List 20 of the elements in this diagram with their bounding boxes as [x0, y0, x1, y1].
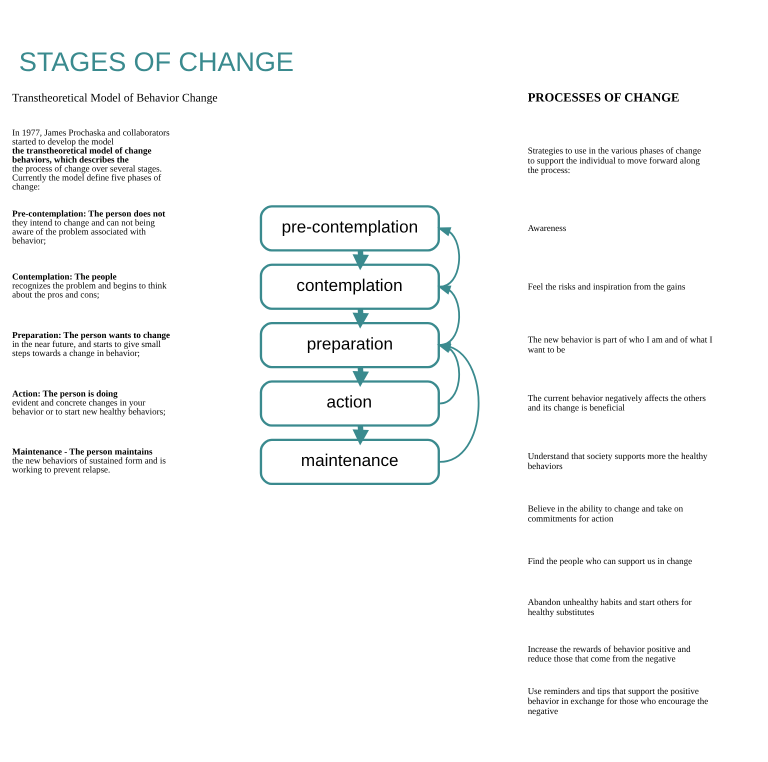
label: Increase the rewards of behavior positive and reduce those that come from the negative: [528, 643, 691, 664]
label: Transtheoretical Model of Behavior Change: [12, 91, 218, 104]
label: Understand that society supports more the healthy behaviors: [528, 450, 708, 471]
label: PROCESSES OF CHANGE: [528, 90, 680, 104]
label: Abandon unhealthy habits and start others for healthy substitutes: [528, 596, 692, 617]
label: Pre-contemplation: The person does not they intend to change and can not being aware of the problem associated with behavior;: [12, 208, 166, 246]
label: Preparation: The person wants to change in the near future, and starts to give small steps towards a change in behavior;: [12, 329, 170, 358]
label: Strategies to use in the various phases of change to support the individual to move forward along the process:: [528, 144, 702, 175]
label: In 1977, James Prochaska and collaborators started to develop the model the transtheoretical model of change behaviors, which describes the the process of change over several stages. Currently the model define five phases of change:: [12, 126, 170, 191]
label: Believe in the ability to change and take on commitments for action: [528, 503, 684, 524]
label: Feel the risks and inspiration from the gains: [528, 280, 686, 291]
label: The new behavior is part of who I am and of what I want to be: [528, 334, 712, 354]
label: Action: The person is doing evident and concrete changes in your behavior or to start new healthy behaviors;: [12, 388, 166, 416]
label: Use reminders and tips that support the positive behavior in exchange for those who encourage the negative: [528, 686, 708, 716]
label: Find the people who can support us in change: [528, 555, 692, 566]
label: Maintenance - The person maintains the new behaviors of sustained form and is working to prevent relapse.: [12, 446, 166, 474]
diagram-title: STAGES OF CHANGE: [18, 46, 294, 76]
label: The current behavior negatively affects the others and its change is beneficial: [528, 392, 706, 412]
label: Awareness: [528, 222, 566, 233]
label: Contemplation: The people recognizes the problem and begins to think about the pros and cons;: [12, 271, 167, 300]
